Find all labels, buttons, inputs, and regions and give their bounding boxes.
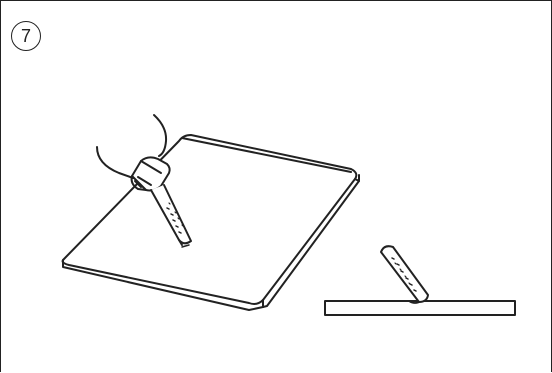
electrode-rod-icon [150,184,192,248]
step-number-badge: 7 [11,21,41,51]
step-number: 7 [20,25,31,46]
electrode-holder-icon [130,156,171,192]
metal-plate-icon [61,134,360,311]
hand-glove-icon [96,114,168,179]
cross-section-detail-icon [324,245,516,316]
